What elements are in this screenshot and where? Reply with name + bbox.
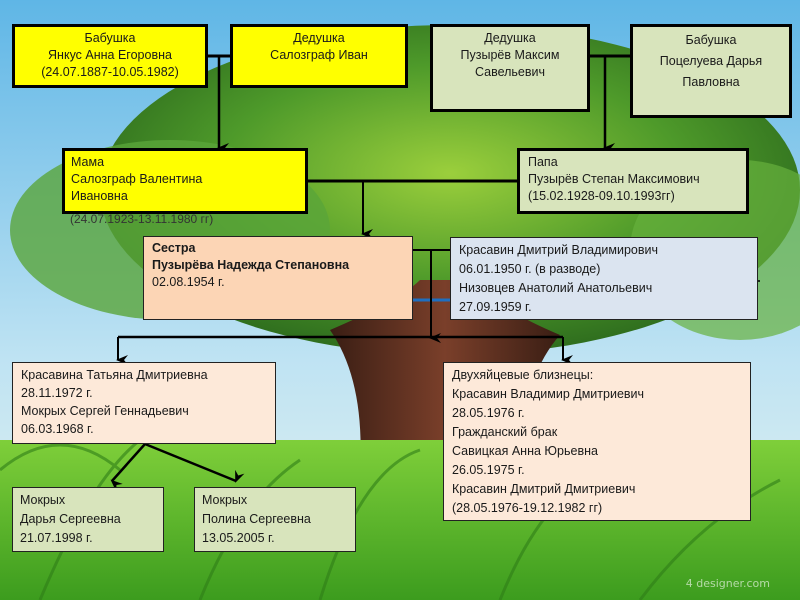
father-box[interactable]: Папа Пузырёв Степан Максимович (15.02.19…	[517, 148, 749, 214]
surname: Мокрых	[202, 493, 248, 507]
partner-birth-date: 26.05.1975 г.	[452, 463, 525, 477]
partner-name: Савицкая Анна Юрьевна	[452, 444, 598, 458]
relation-label: Папа	[528, 155, 558, 169]
birth-date: 13.05.2005 г.	[202, 531, 275, 545]
person-patronymic: Ивановна	[71, 189, 128, 203]
life-dates: (15.02.1928-09.10.1993гг)	[528, 189, 675, 203]
twin-2-name: Красавин Дмитрий Дмитриевич	[452, 482, 636, 496]
daughter-name: Красавина Татьяна Дмитриевна	[21, 368, 208, 382]
spouse-2-name: Низовцев Анатолий Анатольевич	[459, 281, 653, 295]
son-in-law-birth-date: 06.03.1968 г.	[21, 422, 94, 436]
relation-label: Сестра	[152, 241, 196, 255]
relation-label: Дедушка	[293, 31, 345, 45]
sister-box[interactable]: Сестра Пузырёва Надежда Степановна 02.08…	[143, 236, 413, 320]
twins-box[interactable]: Двухяйцевые близнецы: Красавин Владимир …	[443, 362, 751, 521]
grandmother-maternal-box[interactable]: Бабушка Янкус Анна Егоровна (24.07.1887-…	[12, 24, 208, 88]
daughter-family-box[interactable]: Красавина Татьяна Дмитриевна 28.11.1972 …	[12, 362, 276, 444]
spouse-1-name: Красавин Дмитрий Владимирович	[459, 243, 659, 257]
person-patronymic: Савельевич	[474, 65, 546, 79]
given-names: Полина Сергеевна	[202, 512, 311, 526]
given-names: Дарья Сергеевна	[20, 512, 121, 526]
person-name: Пузырёв Максим	[460, 48, 560, 62]
relation-label: Дедушка	[484, 31, 536, 45]
birth-date: 02.08.1954 г.	[152, 275, 225, 289]
twin-1-name: Красавин Владимир Дмитриевич	[452, 387, 645, 401]
person-name: Салозграф Иван	[270, 48, 368, 62]
daughter-birth-date: 28.11.1972 г.	[21, 386, 93, 400]
spouses-box[interactable]: Красавин Дмитрий Владимирович 06.01.1950…	[450, 237, 758, 320]
person-name: Янкус Анна Егоровна	[48, 48, 172, 62]
relation-label: Бабушка	[685, 33, 737, 47]
grandfather-paternal-box[interactable]: Дедушка Пузырёв Максим Савельевич	[430, 24, 590, 112]
person-name: Поцелуева Дарья	[659, 54, 763, 68]
relationship-status: Гражданский брак	[452, 425, 558, 439]
twins-label: Двухяйцевые близнецы:	[452, 368, 594, 382]
person-name: Салозграф Валентина	[71, 172, 203, 186]
life-dates: (24.07.1887-10.05.1982)	[41, 65, 179, 79]
watermark: 4 designer.com	[685, 577, 770, 590]
son-in-law-name: Мокрых Сергей Геннадьевич	[21, 404, 189, 418]
mother-box[interactable]: Мама Салозграф Валентина Ивановна	[62, 148, 308, 214]
birth-date: 21.07.1998 г.	[20, 531, 93, 545]
relation-label: Мама	[71, 155, 105, 169]
grandchild-1-box[interactable]: Мокрых Дарья Сергеевна 21.07.1998 г.	[12, 487, 164, 552]
relation-label: Бабушка	[84, 31, 136, 45]
grandmother-paternal-box[interactable]: Бабушка Поцелуева Дарья Павловна	[630, 24, 792, 118]
mother-life-dates-overflow: (24.07.1923-13.11.1980 гг)	[70, 212, 214, 226]
grandchild-2-box[interactable]: Мокрых Полина Сергеевна 13.05.2005 г.	[194, 487, 356, 552]
surname: Мокрых	[20, 493, 66, 507]
twin-1-birth-date: 28.05.1976 г.	[452, 406, 525, 420]
person-name: Пузырёва Надежда Степановна	[152, 258, 350, 272]
grandfather-maternal-box[interactable]: Дедушка Салозграф Иван	[230, 24, 408, 88]
person-patronymic: Павловна	[682, 75, 740, 89]
spouse-2-date: 27.09.1959 г.	[459, 300, 532, 314]
person-name: Пузырёв Степан Максимович	[528, 172, 700, 186]
spouse-1-date-status: 06.01.1950 г. (в разводе)	[459, 262, 601, 276]
twin-2-life-dates: (28.05.1976-19.12.1982 гг)	[452, 501, 603, 515]
